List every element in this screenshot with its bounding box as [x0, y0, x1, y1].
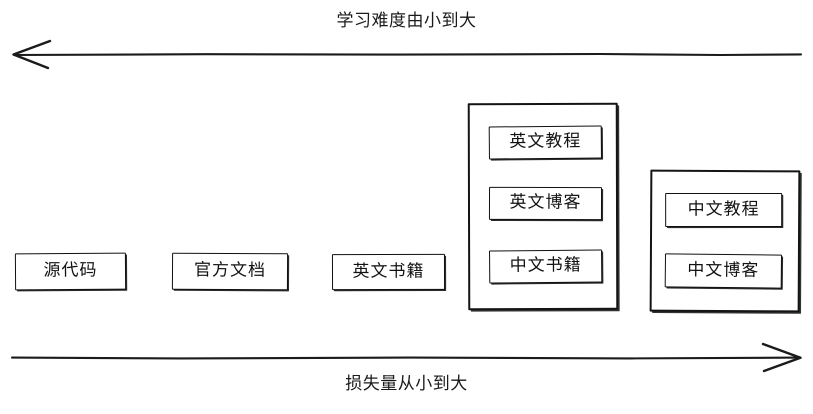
node-label: 中文教程	[687, 198, 760, 220]
node-label: 英文博客	[509, 192, 582, 213]
node-english-books[interactable]: 英文书籍	[331, 253, 446, 291]
node-label: 中文书籍	[509, 255, 582, 276]
node-chinese-books[interactable]: 中文书籍	[489, 249, 603, 284]
right-arrow	[10, 342, 802, 373]
bottom-axis-label: 损失量从小到大	[345, 374, 468, 394]
group-chinese-materials[interactable]: 中文教程 中文博客	[649, 169, 801, 313]
left-arrow	[12, 39, 803, 70]
top-axis-label: 学习难度由小到大	[336, 11, 477, 31]
node-official-docs[interactable]: 官方文档	[171, 252, 289, 291]
node-label: 英文书籍	[352, 260, 425, 282]
node-source-code[interactable]: 源代码	[14, 252, 127, 291]
node-english-tutorial[interactable]: 英文教程	[488, 125, 602, 160]
node-chinese-blog[interactable]: 中文博客	[664, 253, 783, 289]
group-english-materials[interactable]: 英文教程 英文博客 中文书籍	[467, 102, 619, 311]
node-label: 官方文档	[193, 260, 267, 281]
node-label: 英文教程	[509, 131, 582, 152]
node-english-blog[interactable]: 英文博客	[488, 186, 603, 221]
node-chinese-tutorial[interactable]: 中文教程	[665, 192, 783, 228]
node-label: 中文博客	[687, 259, 760, 281]
node-label: 源代码	[43, 260, 98, 281]
